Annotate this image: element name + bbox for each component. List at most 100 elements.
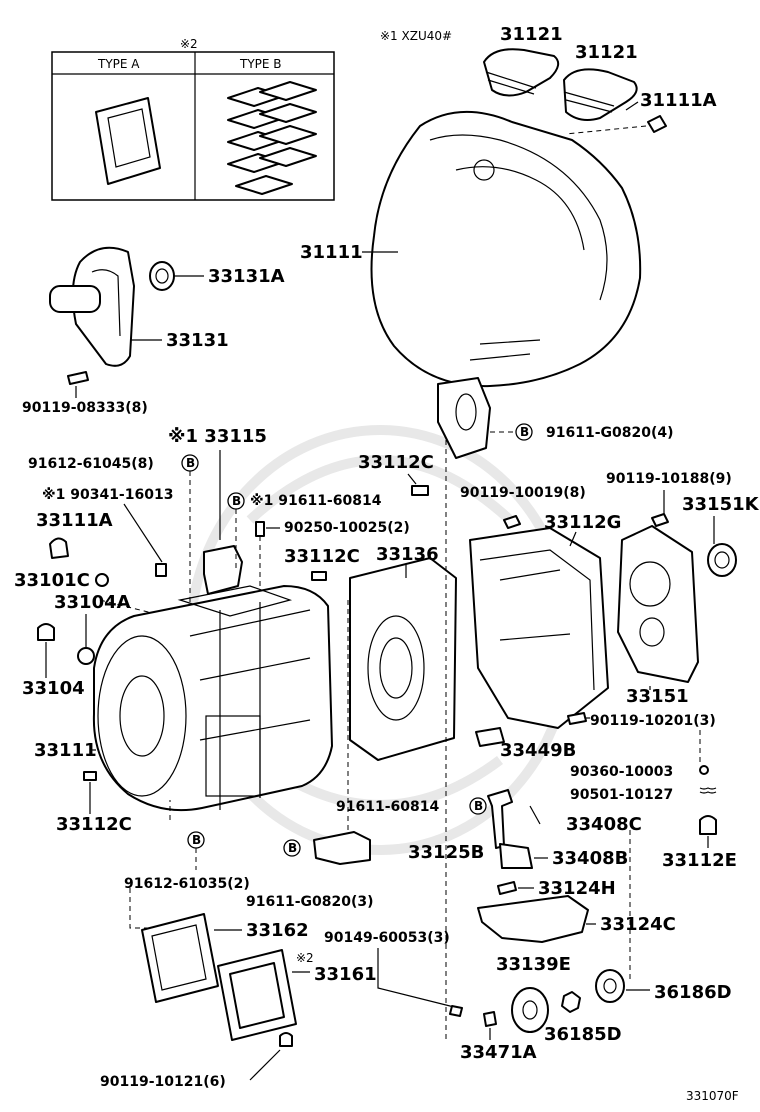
bolt-90119-10201 bbox=[567, 712, 587, 725]
label-33471A: 33471A bbox=[460, 1042, 537, 1063]
callout-b-3: B bbox=[515, 423, 533, 441]
label-33139E: 33139E bbox=[496, 954, 571, 975]
label-31111A-top: 31111A bbox=[640, 90, 717, 111]
label-90149-60053: 90149-60053(3) bbox=[324, 930, 450, 946]
plug-33101C bbox=[95, 573, 109, 587]
callout-b-5: B bbox=[187, 831, 205, 849]
plug-33111A bbox=[49, 537, 69, 559]
label-36186D: 36186D bbox=[654, 982, 732, 1003]
callout-b-6: B bbox=[283, 839, 301, 857]
label-90119-08333: 90119-08333(8) bbox=[22, 400, 148, 416]
label-33104: 33104 bbox=[22, 678, 85, 699]
label-90119-10019: 90119-10019(8) bbox=[460, 485, 586, 501]
transmission-case-33111 bbox=[92, 585, 333, 812]
pin-33112C-c bbox=[83, 771, 97, 781]
pin-33112C-a bbox=[411, 485, 429, 496]
front-cover-33131 bbox=[49, 246, 135, 367]
label-33151K: 33151K bbox=[682, 494, 760, 515]
label-33161-note: ※2 bbox=[296, 951, 314, 965]
label-33125B: 33125B bbox=[408, 842, 484, 863]
pin-33112C-b bbox=[311, 571, 327, 581]
label-33111-low: 33111 bbox=[34, 740, 97, 761]
callout-b-4: B bbox=[469, 797, 487, 815]
type-b-plates bbox=[227, 81, 317, 195]
bolt-33124H bbox=[497, 881, 517, 895]
rear-cover-33151 bbox=[617, 525, 699, 683]
oil-seal-33151K bbox=[707, 543, 737, 577]
extension-housing-33112G bbox=[469, 527, 609, 729]
gear-36185D bbox=[561, 991, 581, 1013]
label-91611-60814-top: ※1 91611-60814 bbox=[250, 493, 382, 509]
cover-31121-right bbox=[563, 68, 638, 121]
bell-housing-31111 bbox=[370, 110, 642, 388]
gear-36186D bbox=[595, 969, 625, 1003]
label-91611-G0820-4: 91611-G0820(4) bbox=[546, 425, 674, 441]
types-note: ※2 bbox=[180, 37, 198, 51]
cover-31121-left bbox=[483, 48, 560, 97]
ball-90360-10003 bbox=[699, 765, 709, 775]
pin-90250-10025 bbox=[255, 521, 265, 537]
svg-text:B: B bbox=[520, 425, 529, 439]
label-90360-10003: 90360-10003 bbox=[570, 764, 673, 780]
label-91611-60814-b: 91611-60814 bbox=[336, 799, 439, 815]
label-33131A: 33131A bbox=[208, 266, 285, 287]
callout-b-1: B bbox=[181, 454, 199, 472]
label-33101C: 33101C bbox=[14, 570, 90, 591]
intermediate-plate-33136 bbox=[349, 557, 457, 761]
bolt-90119-10019 bbox=[503, 515, 521, 529]
label-33151: 33151 bbox=[626, 686, 689, 707]
shift-rod-33125B bbox=[487, 789, 533, 869]
label-33408C: 33408C bbox=[566, 814, 642, 835]
label-31111: 31111 bbox=[300, 242, 363, 263]
type-a-gasket bbox=[95, 97, 161, 185]
cover-33161 bbox=[217, 949, 297, 1041]
plug-33112E bbox=[699, 815, 717, 835]
svg-text:B: B bbox=[288, 841, 297, 855]
plug-90341-16013 bbox=[155, 563, 167, 577]
label-90119-10121: 90119-10121(6) bbox=[100, 1074, 226, 1090]
label-33136: 33136 bbox=[376, 544, 439, 565]
label-33104A: 33104A bbox=[54, 592, 131, 613]
label-90341-16013: ※1 90341-16013 bbox=[42, 487, 173, 503]
label-33408B: 33408B bbox=[552, 848, 628, 869]
type-a-label: TYPE A bbox=[97, 57, 140, 71]
svg-text:B: B bbox=[192, 833, 201, 847]
footer-code: 331070F bbox=[686, 1089, 739, 1103]
label-33449B: 33449B bbox=[500, 740, 576, 761]
label-31121-b: 31121 bbox=[575, 42, 638, 63]
label-33131: 33131 bbox=[166, 330, 229, 351]
bolt-90119-10188 bbox=[651, 513, 669, 527]
label-33162: 33162 bbox=[246, 920, 309, 941]
bolt-31111A-top bbox=[565, 115, 667, 135]
plug-33104 bbox=[37, 623, 55, 641]
type-b-label: TYPE B bbox=[239, 57, 282, 71]
gasket-33162 bbox=[141, 913, 219, 1003]
types-box: ※2 TYPE A TYPE B bbox=[51, 37, 335, 201]
bracket-lower bbox=[313, 831, 371, 865]
svg-text:B: B bbox=[232, 494, 241, 508]
svg-text:B: B bbox=[474, 799, 483, 813]
oil-seal-33131A bbox=[149, 261, 175, 291]
bracket-33115 bbox=[203, 545, 243, 595]
fastener-33449B bbox=[475, 727, 505, 747]
label-90119-10188: 90119-10188(9) bbox=[606, 471, 732, 487]
label-36185D: 36185D bbox=[544, 1024, 622, 1045]
bolt-90119-08333 bbox=[67, 371, 89, 385]
label-90119-10201: 90119-10201(3) bbox=[590, 713, 716, 729]
svg-text:B: B bbox=[186, 456, 195, 470]
label-33111A-left: 33111A bbox=[36, 510, 113, 531]
label-91611-G0820-3: 91611-G0820(3) bbox=[246, 894, 374, 910]
spring-90501-10127 bbox=[699, 787, 717, 794]
label-33112G: 33112G bbox=[544, 512, 621, 533]
label-33115: ※1 33115 bbox=[168, 426, 267, 447]
label-90250-10025: 90250-10025(2) bbox=[284, 520, 410, 536]
label-33124C: 33124C bbox=[600, 914, 676, 935]
bolt-90119-10121 bbox=[279, 1032, 293, 1047]
gear-33471A bbox=[483, 987, 549, 1033]
screw-90149-60053 bbox=[449, 1005, 463, 1017]
label-33112C-c: 33112C bbox=[56, 814, 132, 835]
lever-33124C bbox=[477, 895, 589, 943]
gasket-91611-G0820 bbox=[437, 377, 491, 459]
label-91612-61045: 91612-61045(8) bbox=[28, 456, 154, 472]
